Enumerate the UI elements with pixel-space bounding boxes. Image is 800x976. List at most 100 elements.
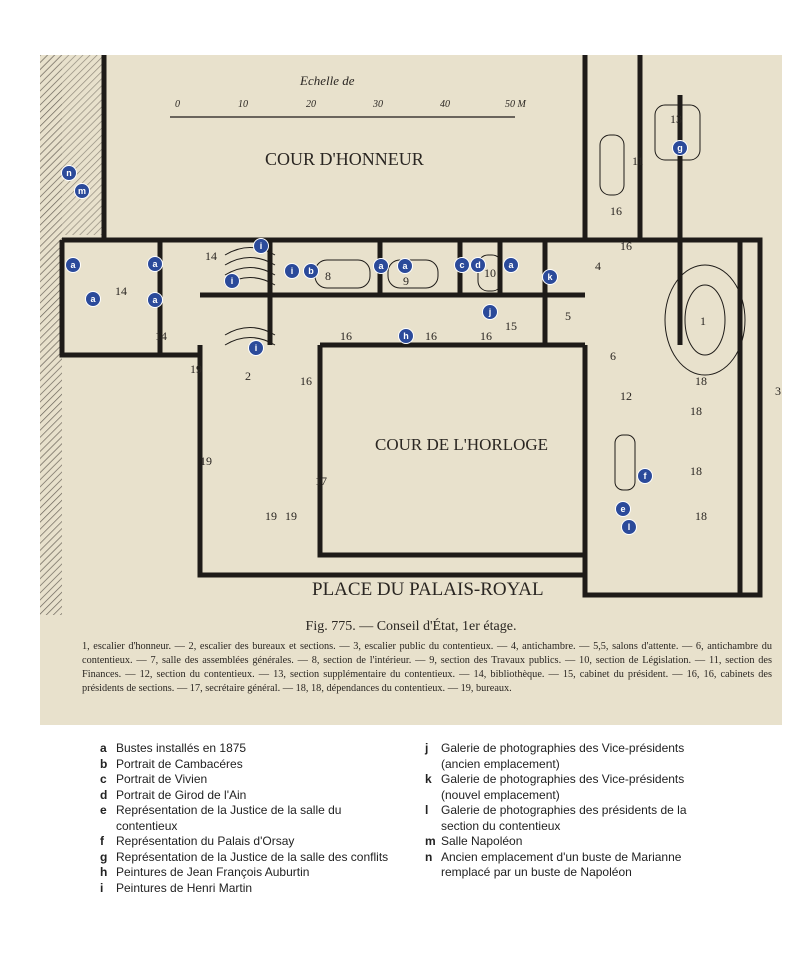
svg-text:l: l bbox=[628, 522, 631, 532]
salle-napoleon bbox=[62, 55, 102, 235]
svg-text:g: g bbox=[677, 143, 683, 153]
legend-key: l bbox=[425, 803, 429, 817]
marker-k[interactable]: k bbox=[542, 269, 558, 285]
marker-i[interactable]: i bbox=[284, 263, 300, 279]
legend-key: h bbox=[100, 865, 108, 879]
legend-text: Portrait de Cambacéres bbox=[116, 756, 243, 771]
marker-l[interactable]: l bbox=[621, 519, 637, 535]
room-number: 19 bbox=[285, 509, 297, 523]
svg-text:d: d bbox=[475, 260, 481, 270]
legend-key: i bbox=[100, 880, 104, 895]
legend-key: k bbox=[425, 772, 432, 786]
legend-item-i: i Peintures de Henri Martin bbox=[100, 881, 400, 897]
room-number: 8 bbox=[325, 269, 331, 283]
room-number: 14 bbox=[115, 284, 127, 298]
room-number: 18 bbox=[695, 509, 707, 523]
legend-key: c bbox=[100, 772, 107, 786]
svg-text:a: a bbox=[70, 260, 76, 270]
room-number: 5 bbox=[565, 309, 571, 323]
room-number: 11 bbox=[632, 154, 644, 168]
marker-g[interactable]: g bbox=[672, 140, 688, 156]
legend-item-k: k Galerie de photographies des Vice-prési… bbox=[425, 772, 725, 803]
room-number: 9 bbox=[403, 274, 409, 288]
hatched-wall-left bbox=[40, 55, 62, 615]
room-number: 19 bbox=[200, 454, 212, 468]
room-number: 3 bbox=[775, 384, 781, 398]
svg-text:n: n bbox=[66, 168, 72, 178]
legend-text: Galerie de photographies des Vice-présid… bbox=[441, 772, 685, 802]
room-number: 16 bbox=[620, 239, 632, 253]
marker-i[interactable]: i bbox=[224, 273, 240, 289]
marker-a[interactable]: a bbox=[503, 257, 519, 273]
room-number: 12 bbox=[620, 389, 632, 403]
legend-text: Portrait de Vivien bbox=[116, 772, 208, 786]
svg-text:a: a bbox=[152, 295, 158, 305]
marker-a[interactable]: a bbox=[65, 257, 81, 273]
room-number: 10 bbox=[484, 266, 496, 280]
court-label: PLACE DU PALAIS-ROYAL bbox=[312, 579, 544, 600]
scale-tick: 40 bbox=[440, 99, 450, 110]
marker-i[interactable]: i bbox=[253, 238, 269, 254]
legend-key: j bbox=[425, 741, 429, 755]
figure-key: 1, escalier d'honneur. — 2, escalier des… bbox=[82, 641, 772, 694]
room-number: 19 bbox=[190, 362, 202, 376]
floor-plan-plate: Echelle de 0 10 20 30 40 50 M COUR D'HON… bbox=[40, 55, 782, 725]
furniture bbox=[170, 104, 746, 491]
marker-a[interactable]: a bbox=[147, 256, 163, 272]
svg-text:m: m bbox=[78, 186, 86, 196]
svg-text:a: a bbox=[508, 260, 514, 270]
legend-key: m bbox=[425, 834, 436, 848]
court-label: COUR D'HONNEUR bbox=[265, 149, 424, 169]
svg-text:i: i bbox=[231, 276, 234, 286]
room-number: 14 bbox=[205, 249, 217, 263]
legend-key: d bbox=[100, 787, 108, 802]
room-number: 16 bbox=[610, 204, 622, 218]
legend-item-c: c Portrait de Vivien bbox=[100, 772, 400, 788]
marker-j[interactable]: j bbox=[482, 304, 498, 320]
legend-key: n bbox=[425, 849, 433, 864]
room-number: 4 bbox=[595, 259, 601, 273]
svg-text:a: a bbox=[152, 259, 158, 269]
room-number: 18 bbox=[695, 374, 707, 388]
floor-plan: Echelle de 0 10 20 30 40 50 M COUR D'HON… bbox=[40, 55, 781, 615]
marker-a[interactable]: a bbox=[85, 291, 101, 307]
marker-a[interactable]: a bbox=[397, 258, 413, 274]
marker-f[interactable]: f bbox=[637, 468, 653, 484]
walls bbox=[59, 55, 763, 598]
legend-text: Peintures de Henri Martin bbox=[116, 880, 253, 895]
legend-key: g bbox=[100, 849, 108, 864]
marker-b[interactable]: b bbox=[303, 263, 319, 279]
legend-key: e bbox=[100, 803, 107, 817]
marker-i[interactable]: i bbox=[248, 340, 264, 356]
marker-a[interactable]: a bbox=[373, 258, 389, 274]
marker-a[interactable]: a bbox=[147, 292, 163, 308]
room-number: 15 bbox=[505, 319, 517, 333]
svg-text:a: a bbox=[402, 261, 408, 271]
svg-text:h: h bbox=[403, 331, 409, 341]
room-number: 14 bbox=[155, 329, 167, 343]
scale-tick: 10 bbox=[238, 99, 248, 110]
marker-e[interactable]: e bbox=[615, 501, 631, 517]
marker-h[interactable]: h bbox=[398, 328, 414, 344]
svg-text:e: e bbox=[620, 504, 625, 514]
room-number: 18 bbox=[690, 464, 702, 478]
scale-tick: 50 M bbox=[505, 99, 527, 110]
marker-n[interactable]: n bbox=[61, 165, 77, 181]
legend-key: a bbox=[100, 741, 107, 755]
room-number: 13 bbox=[670, 112, 682, 126]
marker-c[interactable]: c bbox=[454, 257, 470, 273]
legend-key: b bbox=[100, 756, 108, 771]
room-number: 17 bbox=[315, 474, 327, 488]
marker-d[interactable]: d bbox=[470, 257, 486, 273]
svg-text:i: i bbox=[255, 343, 258, 353]
room-number: 6 bbox=[610, 349, 616, 363]
marker-m[interactable]: m bbox=[74, 183, 90, 199]
scale-tick: 20 bbox=[306, 99, 316, 110]
